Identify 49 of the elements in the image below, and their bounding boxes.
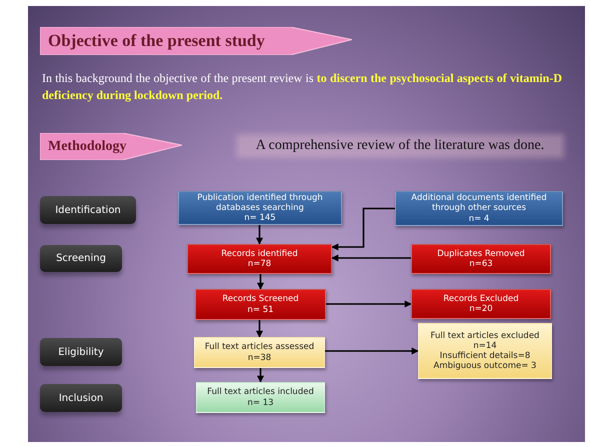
box-text: n= 4	[468, 214, 490, 224]
process-box	[196, 382, 325, 413]
box-text: n= 13	[247, 398, 274, 408]
box-text: Full text articles excluded	[430, 330, 540, 341]
process-box	[195, 289, 326, 320]
box-text: n=14	[473, 340, 497, 351]
process-box	[178, 191, 342, 225]
stage-box	[40, 338, 122, 366]
box-text: Records Excluded	[443, 294, 519, 304]
process-box	[187, 244, 332, 274]
stage-label: Eligibility	[58, 346, 104, 358]
summary-text: A comprehensive review of the literature was done.	[240, 138, 560, 154]
arrow	[256, 225, 263, 245]
box-text: n=38	[248, 352, 272, 363]
process-box	[395, 191, 563, 226]
process-box	[418, 323, 552, 379]
stage-label: Identification	[55, 204, 121, 216]
process-box	[411, 289, 551, 319]
box-text: Duplicates Removed	[437, 248, 525, 259]
banner-title: Objective of the present study	[48, 31, 265, 51]
arrow	[331, 208, 395, 250]
arrow	[326, 300, 412, 308]
stage-box	[40, 196, 136, 224]
arrow	[256, 320, 263, 338]
box-text: Ambiguous outcome= 3	[434, 361, 536, 372]
arrow	[325, 348, 419, 354]
banner-title: Methodology	[48, 138, 127, 154]
arrow-banner	[40, 27, 352, 55]
box-text: Full text articles assessed	[204, 342, 314, 352]
stage-label: Inclusion	[58, 392, 104, 404]
stage-label: Screening	[56, 253, 106, 264]
box-text: Insufficient details=8	[440, 351, 530, 362]
box-text: Records Screened	[222, 294, 299, 304]
arrow	[257, 368, 264, 383]
stage-box	[40, 384, 122, 412]
arrow-banner	[40, 133, 182, 160]
objective-text: In this background the objective of the present review is to discern the psychosocial aspects of vitamin-D deficiency during lockdown period.	[42, 70, 562, 104]
box-text: Full text articles included	[207, 387, 314, 398]
box-text: Records identified	[221, 248, 298, 259]
box-text: n= 51	[247, 304, 274, 315]
box-text: n=20	[469, 304, 493, 314]
process-box	[194, 337, 325, 368]
box-text: n= 145	[244, 213, 276, 224]
arrow	[257, 274, 264, 290]
arrow	[331, 254, 411, 262]
stage-box	[40, 245, 122, 272]
process-box	[411, 244, 551, 274]
box-text: n=78	[248, 259, 272, 270]
box-text: n=63	[469, 259, 493, 270]
